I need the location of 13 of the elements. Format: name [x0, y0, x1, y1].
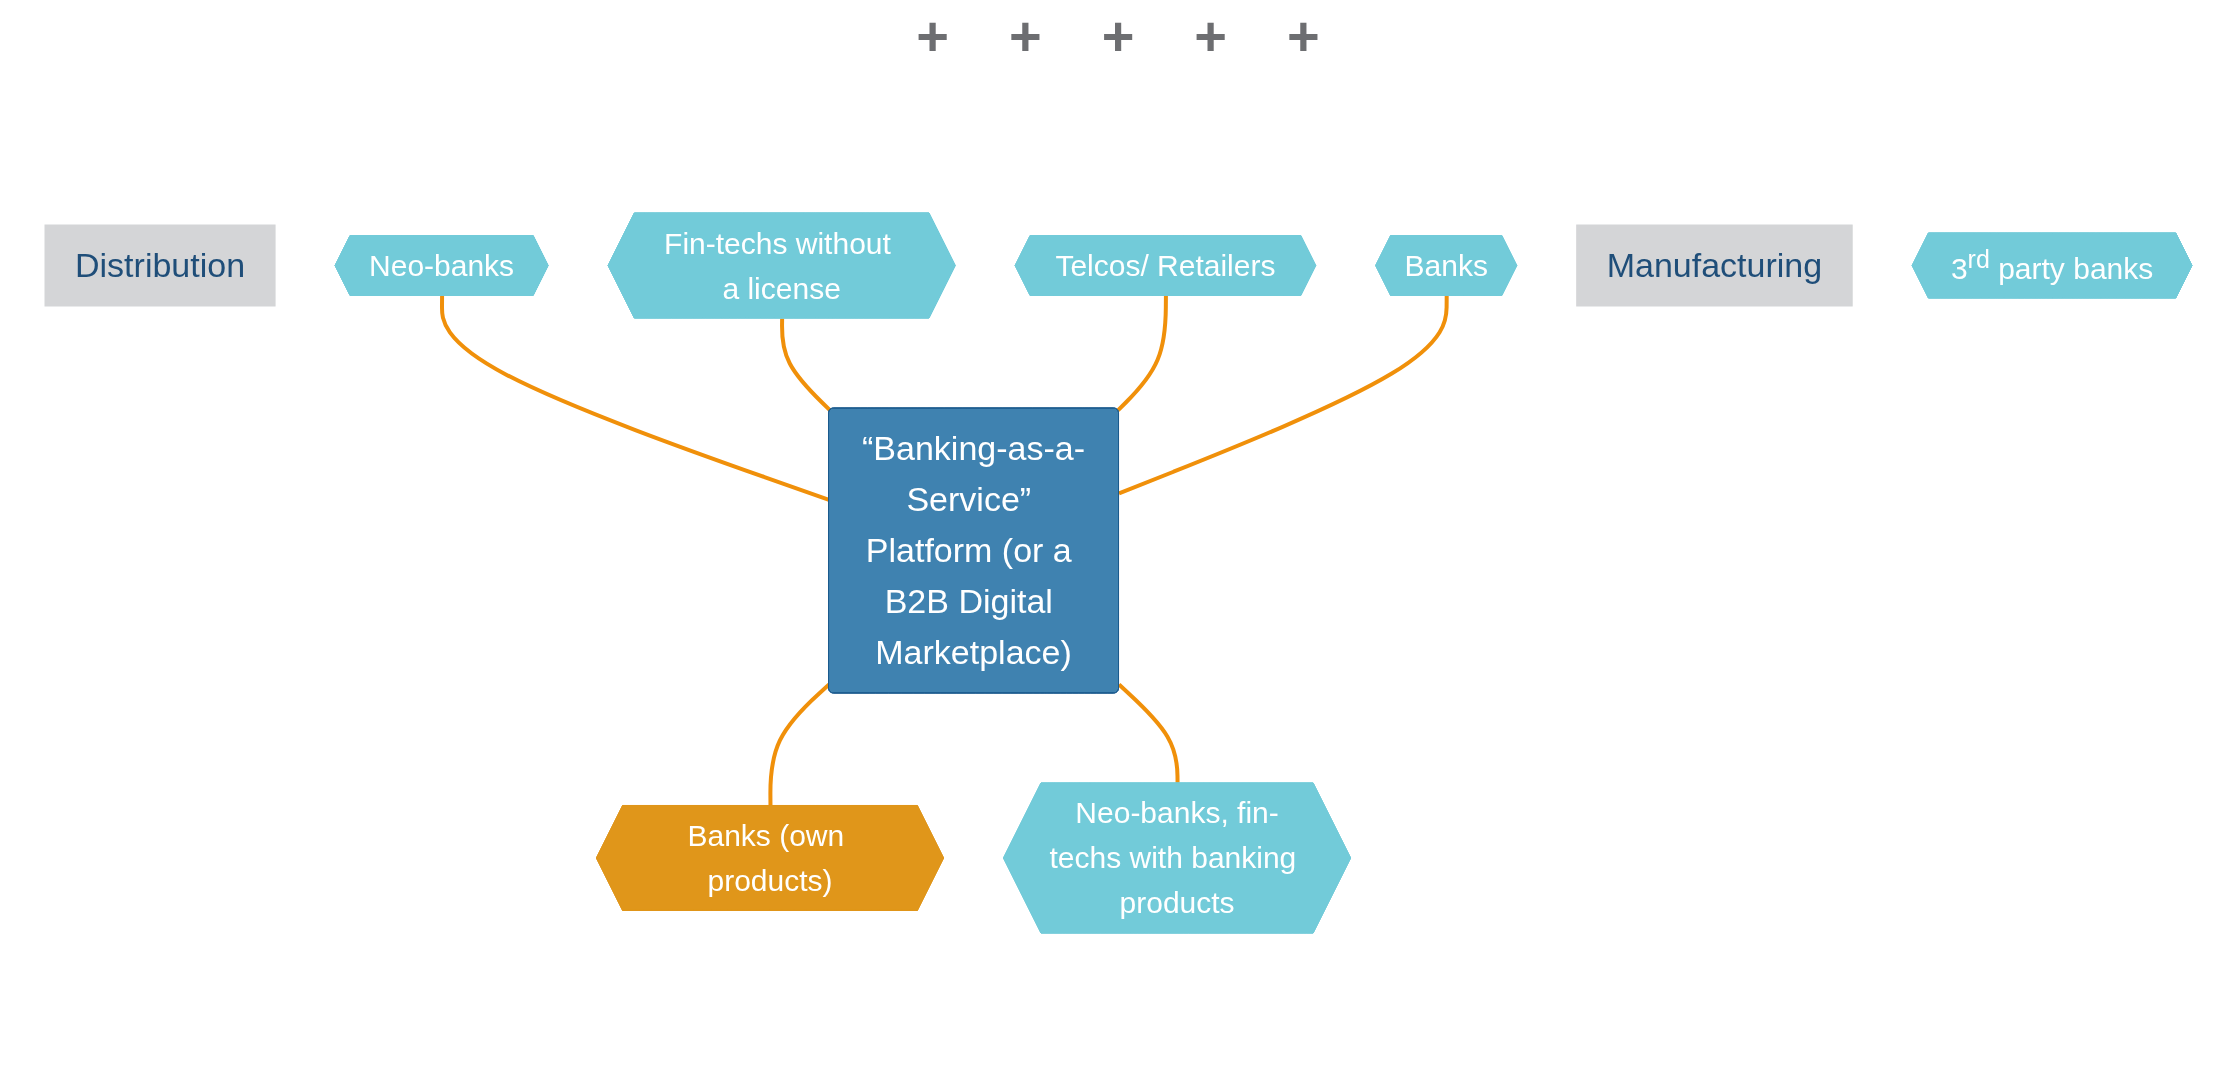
connector	[1117, 683, 1180, 784]
plus-sign: +	[1194, 6, 1228, 66]
plus-sign: +	[1008, 6, 1042, 66]
connector	[1116, 296, 1168, 412]
connector	[767, 683, 830, 806]
connector	[779, 318, 831, 412]
plus-sign: +	[916, 6, 949, 66]
connector	[439, 296, 830, 502]
connector	[1117, 296, 1449, 496]
node-box: Manufacturing	[1575, 224, 1853, 307]
plus-sign: +	[1101, 6, 1135, 66]
node-box: Distribution	[44, 224, 276, 307]
plus-sign: +	[1287, 6, 1320, 66]
